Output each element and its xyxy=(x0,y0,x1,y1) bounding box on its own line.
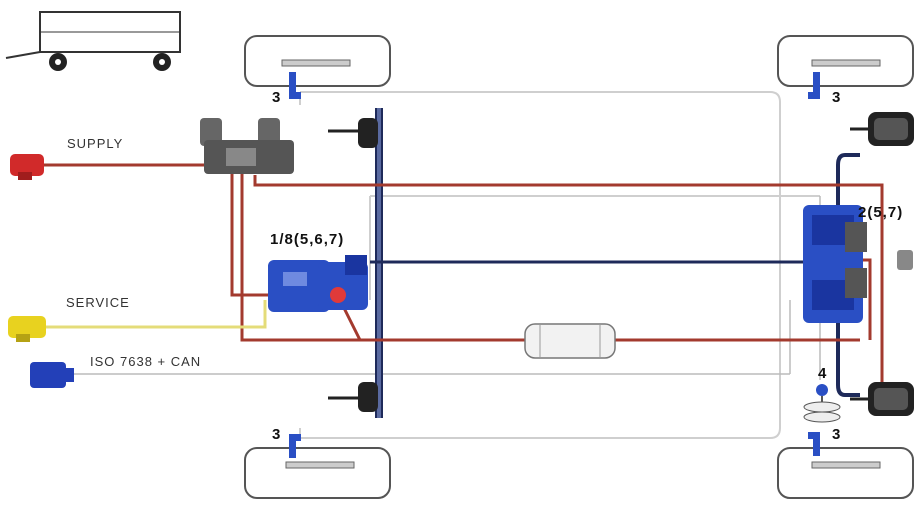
iso-7638-can-label: ISO 7638 + CAN xyxy=(90,354,202,369)
emergency-relay-valve xyxy=(200,118,294,174)
ebs-modulator xyxy=(803,205,867,323)
sensor-label-rear-bottom: 3 xyxy=(832,426,841,443)
trailer-modulator xyxy=(268,255,368,312)
spring-brake-chamber-rear-bottom xyxy=(850,382,914,416)
wheel-rear-left xyxy=(777,35,914,87)
sensor-label-front-bottom: 3 xyxy=(272,426,281,443)
wheel-speed-sensor xyxy=(289,72,820,458)
chassis-frame xyxy=(60,91,821,439)
service-label: SERVICE xyxy=(66,295,130,310)
wheel-front-right xyxy=(244,447,391,499)
pressure-limit-valve xyxy=(897,250,913,270)
brake-chamber-front-top xyxy=(328,118,378,148)
rear-axle-beam xyxy=(836,153,860,397)
iso-7638-connector-icon xyxy=(30,362,74,388)
sensor-label-front-top: 3 xyxy=(272,89,281,106)
levelling-sensor xyxy=(803,384,841,423)
service-coupling-icon xyxy=(8,316,46,342)
supply-coupling-icon xyxy=(10,154,44,180)
trailer-pictogram xyxy=(5,11,181,71)
supply-line xyxy=(40,163,884,395)
supply-label: SUPPLY xyxy=(67,136,124,151)
wheel-rear-right xyxy=(777,447,914,499)
spring-brake-chamber-rear-top xyxy=(850,112,914,146)
service-line xyxy=(45,300,267,329)
air-reservoir xyxy=(524,323,616,359)
part-label-left: 1/8(5,6,7) xyxy=(270,231,345,248)
brake-chamber-front-bottom xyxy=(328,382,378,412)
wheel-front-left xyxy=(244,35,391,87)
sensor-label-rear-top: 3 xyxy=(832,89,841,106)
levelling-label: 4 xyxy=(818,365,827,382)
part-label-right: 2(5,7) xyxy=(858,204,904,221)
